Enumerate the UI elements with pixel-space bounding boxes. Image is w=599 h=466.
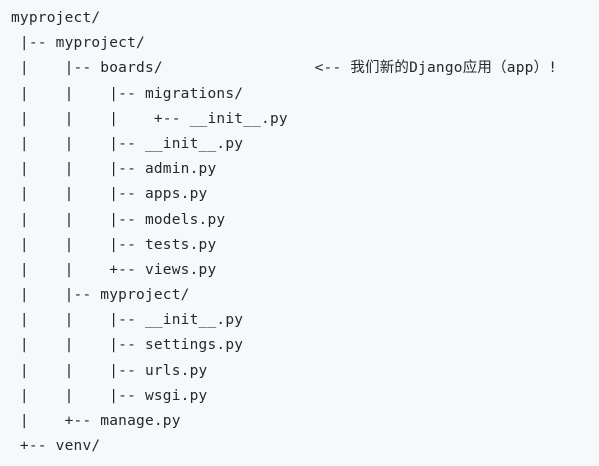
- tree-line-inner-init: | | |-- __init__.py: [11, 312, 244, 329]
- tree-line-views: | | +-- views.py: [11, 261, 217, 278]
- tree-line-tests: | | |-- tests.py: [11, 236, 217, 253]
- tree-line-root: myproject/: [11, 10, 101, 26]
- tree-line-migrations-dir: | | |-- migrations/: [11, 85, 244, 102]
- tree-line-apps: | | |-- apps.py: [11, 186, 208, 203]
- tree-line-boards-init: | | |-- __init__.py: [11, 135, 244, 152]
- tree-line-myproject-dir: |-- myproject/: [11, 35, 145, 52]
- tree-line-settings: | | |-- settings.py: [11, 337, 244, 354]
- tree-line-venv: +-- venv/: [11, 438, 101, 455]
- tree-line-models: | | |-- models.py: [11, 211, 226, 228]
- tree-line-manage: | +-- manage.py: [11, 413, 181, 429]
- tree-line-admin: | | |-- admin.py: [11, 161, 217, 178]
- tree-line-boards-dir: | |-- boards/ <-- 我们新的Django应用（app）!: [11, 60, 558, 77]
- tree-line-inner-myproject-dir: | |-- myproject/: [11, 287, 190, 304]
- tree-line-urls: | | |-- urls.py: [11, 362, 208, 379]
- tree-line-migrations-init: | | | +-- __init__.py: [11, 110, 288, 127]
- tree-line-wsgi: | | |-- wsgi.py: [11, 387, 208, 404]
